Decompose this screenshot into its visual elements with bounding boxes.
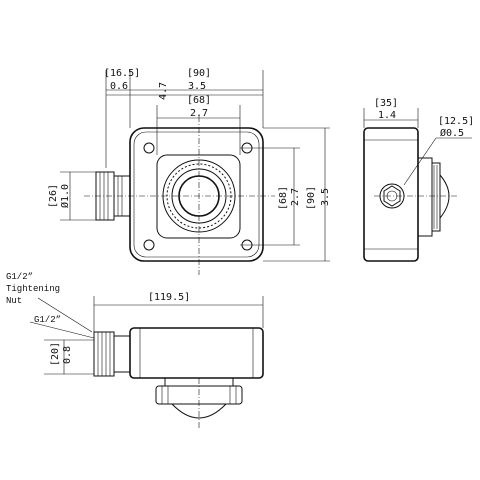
callouts: G1/2” Tightening Nut G1/2” xyxy=(6,272,61,325)
dim-inner-width: [68] xyxy=(187,95,211,106)
dim-inner-height-in: 2.7 xyxy=(290,188,301,206)
front-dimensions: [16.5] 0.6 [90] 3.5 4.7 [68] 2.7 [26] Ø1… xyxy=(48,68,331,262)
dim-sensor-dia: [12.5] xyxy=(438,116,474,127)
dim-overall-height: [90] xyxy=(306,186,317,210)
dim-overall-width: [90] xyxy=(187,68,211,79)
dim-bottom-height-in: 0.8 xyxy=(62,346,73,364)
label-nut: Nut xyxy=(6,296,22,306)
side-housing xyxy=(363,127,419,262)
mount-hole-bl xyxy=(143,239,155,251)
dim-overall-width-in: 3.5 xyxy=(188,81,206,92)
side-sensor-knurl xyxy=(432,162,441,232)
dim-bottom-height: [20] xyxy=(50,342,61,366)
bottom-housing xyxy=(129,327,264,379)
dim-depth: [35] xyxy=(374,98,398,109)
label-thread-1: G1/2” xyxy=(6,272,33,282)
side-fitting-hex xyxy=(383,185,401,207)
dim-overall-length: [119.5] xyxy=(148,292,190,303)
dim-sensor-dia-in: Ø0.5 xyxy=(440,127,464,139)
label-thread-2: G1/2” xyxy=(34,315,61,325)
sensor-base xyxy=(156,154,241,239)
label-tightening: Tightening xyxy=(6,284,60,294)
dim-conduit-dia: [26] xyxy=(48,184,59,208)
dim-overall-height-in: 3.5 xyxy=(320,188,331,206)
side-sensor-dome xyxy=(439,174,450,219)
bottom-fitting-nut xyxy=(93,331,115,377)
bottom-view xyxy=(93,327,264,430)
dim-inner-height: [68] xyxy=(278,186,289,210)
bottom-dimensions: [119.5] [20] 0.8 xyxy=(29,292,264,375)
dim-conduit-offset-in: 0.6 xyxy=(110,81,128,92)
mount-hole-tl xyxy=(143,142,155,154)
side-view xyxy=(363,127,458,262)
dim-conduit-dia-in: Ø1.0 xyxy=(59,184,71,208)
front-view xyxy=(84,116,275,275)
dim-inner-width-in: 2.7 xyxy=(190,108,208,119)
side-dimensions: [35] 1.4 [12.5] Ø0.5 xyxy=(363,98,474,186)
fitting-nut xyxy=(95,171,115,221)
bottom-sensor-dome xyxy=(171,403,227,419)
dim-depth-in: 1.4 xyxy=(378,110,396,121)
dim-conduit-offset: [16.5] xyxy=(104,68,140,79)
bottom-fitting-body xyxy=(113,335,131,373)
housing-inner-edge xyxy=(133,131,260,258)
side-sensor-base xyxy=(418,157,433,237)
dim-total-width-in: 4.7 xyxy=(158,82,169,100)
